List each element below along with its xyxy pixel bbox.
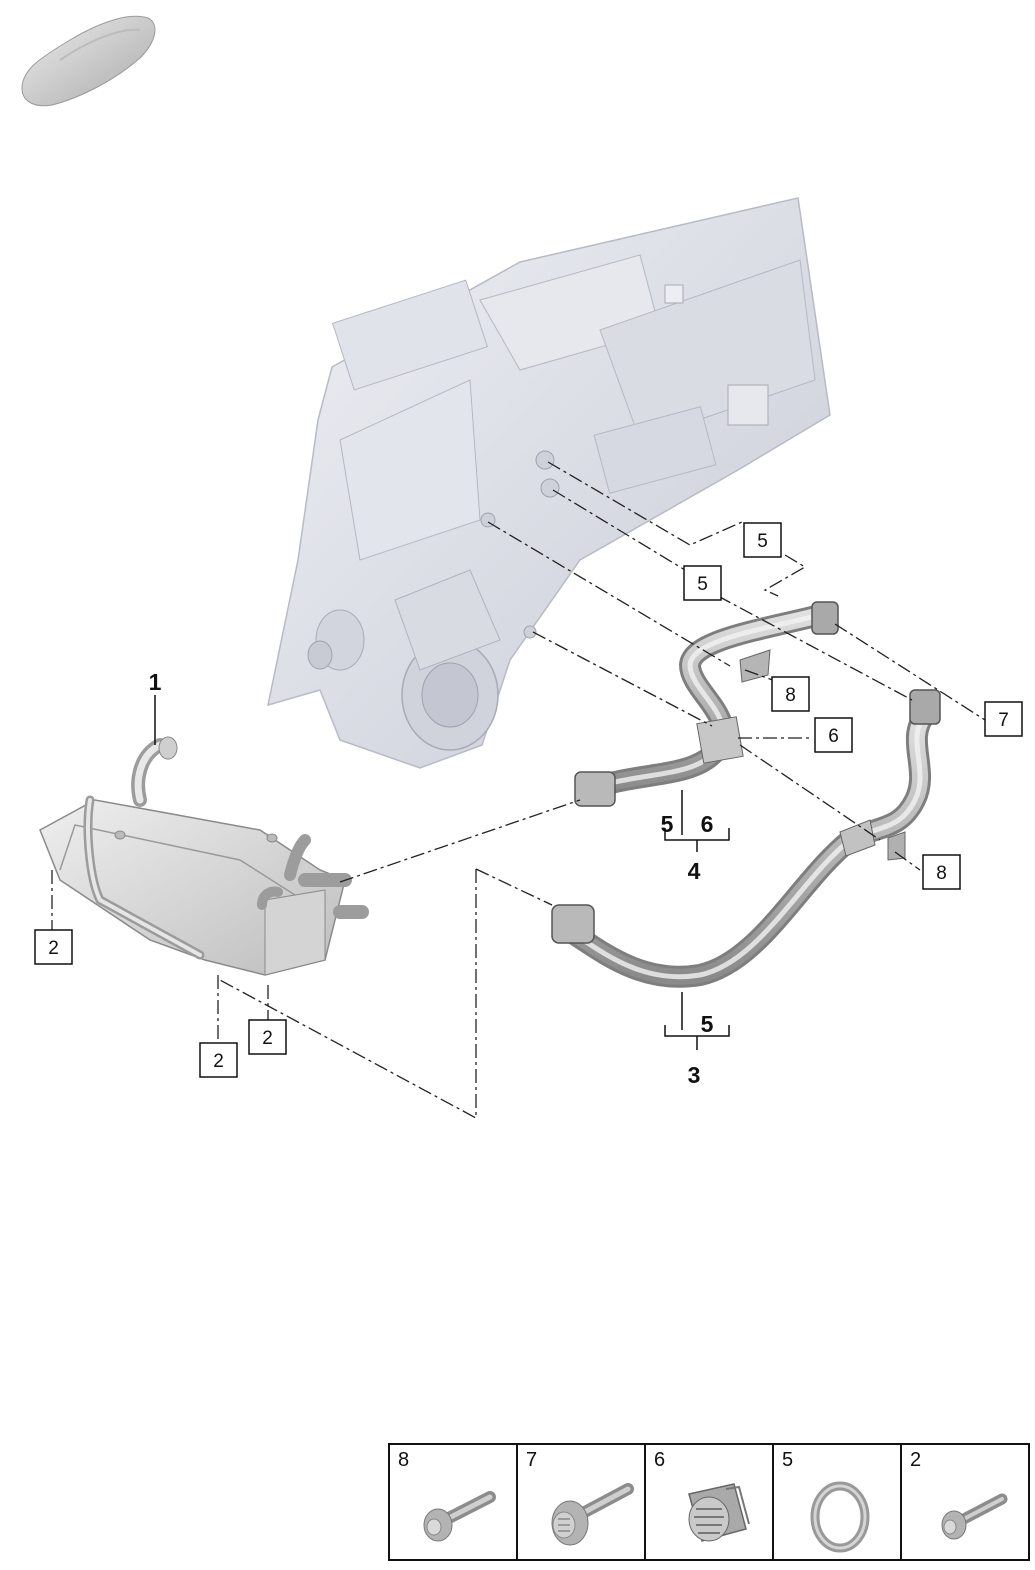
callout-7[interactable]: 7	[984, 701, 1023, 737]
parts-diagram: 5 5 7 8 6 8 2 2 2 1 5 6 4 5 3	[21, 15, 1023, 1120]
legend-number: 8	[398, 1449, 410, 1471]
callout-2-left[interactable]: 2	[34, 929, 73, 965]
callout-5-lower[interactable]: 5	[683, 565, 722, 601]
svg-text:5: 5	[697, 574, 708, 595]
part-3-sub-5: 5	[701, 1011, 714, 1037]
coolant-pipe-3	[551, 689, 941, 988]
callout-6[interactable]: 6	[814, 717, 853, 753]
part-number-3[interactable]: 3	[688, 1062, 701, 1088]
svg-text:8: 8	[936, 863, 947, 884]
legend-number: 7	[526, 1449, 538, 1471]
bolt-icon	[423, 1491, 496, 1542]
legend-item-5[interactable]: 5	[774, 1445, 902, 1559]
part-4-sub-5: 5	[661, 811, 674, 837]
callout-8-lower[interactable]: 8	[922, 854, 961, 890]
legend-number: 6	[654, 1449, 666, 1471]
part-number-4[interactable]: 4	[688, 858, 701, 884]
part-number-1[interactable]: 1	[149, 669, 162, 695]
clip-icon	[688, 1483, 750, 1542]
svg-text:7: 7	[998, 710, 1009, 731]
leader-lines	[51, 461, 986, 1120]
legend-number: 2	[910, 1449, 922, 1471]
transmission-housing	[267, 197, 831, 769]
callout-2-right[interactable]: 2	[248, 1019, 287, 1055]
hardware-legend: 8 7 6 5 2	[388, 1443, 1030, 1561]
coolant-pipe-4	[574, 601, 839, 807]
callout-2-bottom[interactable]: 2	[199, 1042, 238, 1078]
svg-text:6: 6	[828, 726, 839, 747]
legend-number: 5	[782, 1449, 794, 1471]
svg-text:5: 5	[757, 531, 768, 552]
vehicle-thumbnail-icon	[21, 15, 156, 107]
part-brackets	[154, 695, 730, 1050]
legend-item-8[interactable]: 8	[390, 1445, 518, 1559]
part-4-sub-6: 6	[701, 811, 714, 837]
legend-item-6[interactable]: 6	[646, 1445, 774, 1559]
callout-5-upper[interactable]: 5	[743, 522, 782, 558]
svg-text:2: 2	[262, 1028, 273, 1049]
legend-item-2[interactable]: 2	[902, 1445, 1028, 1559]
legend-item-7[interactable]: 7	[518, 1445, 646, 1559]
oil-cooler	[39, 736, 369, 976]
svg-text:8: 8	[785, 685, 796, 706]
flange-bolt-icon	[551, 1483, 634, 1546]
callout-8-upper[interactable]: 8	[771, 676, 810, 712]
bolt-icon	[941, 1493, 1008, 1540]
svg-text:2: 2	[213, 1051, 224, 1072]
svg-text:2: 2	[48, 938, 59, 959]
seal-ring-icon	[810, 1481, 870, 1553]
